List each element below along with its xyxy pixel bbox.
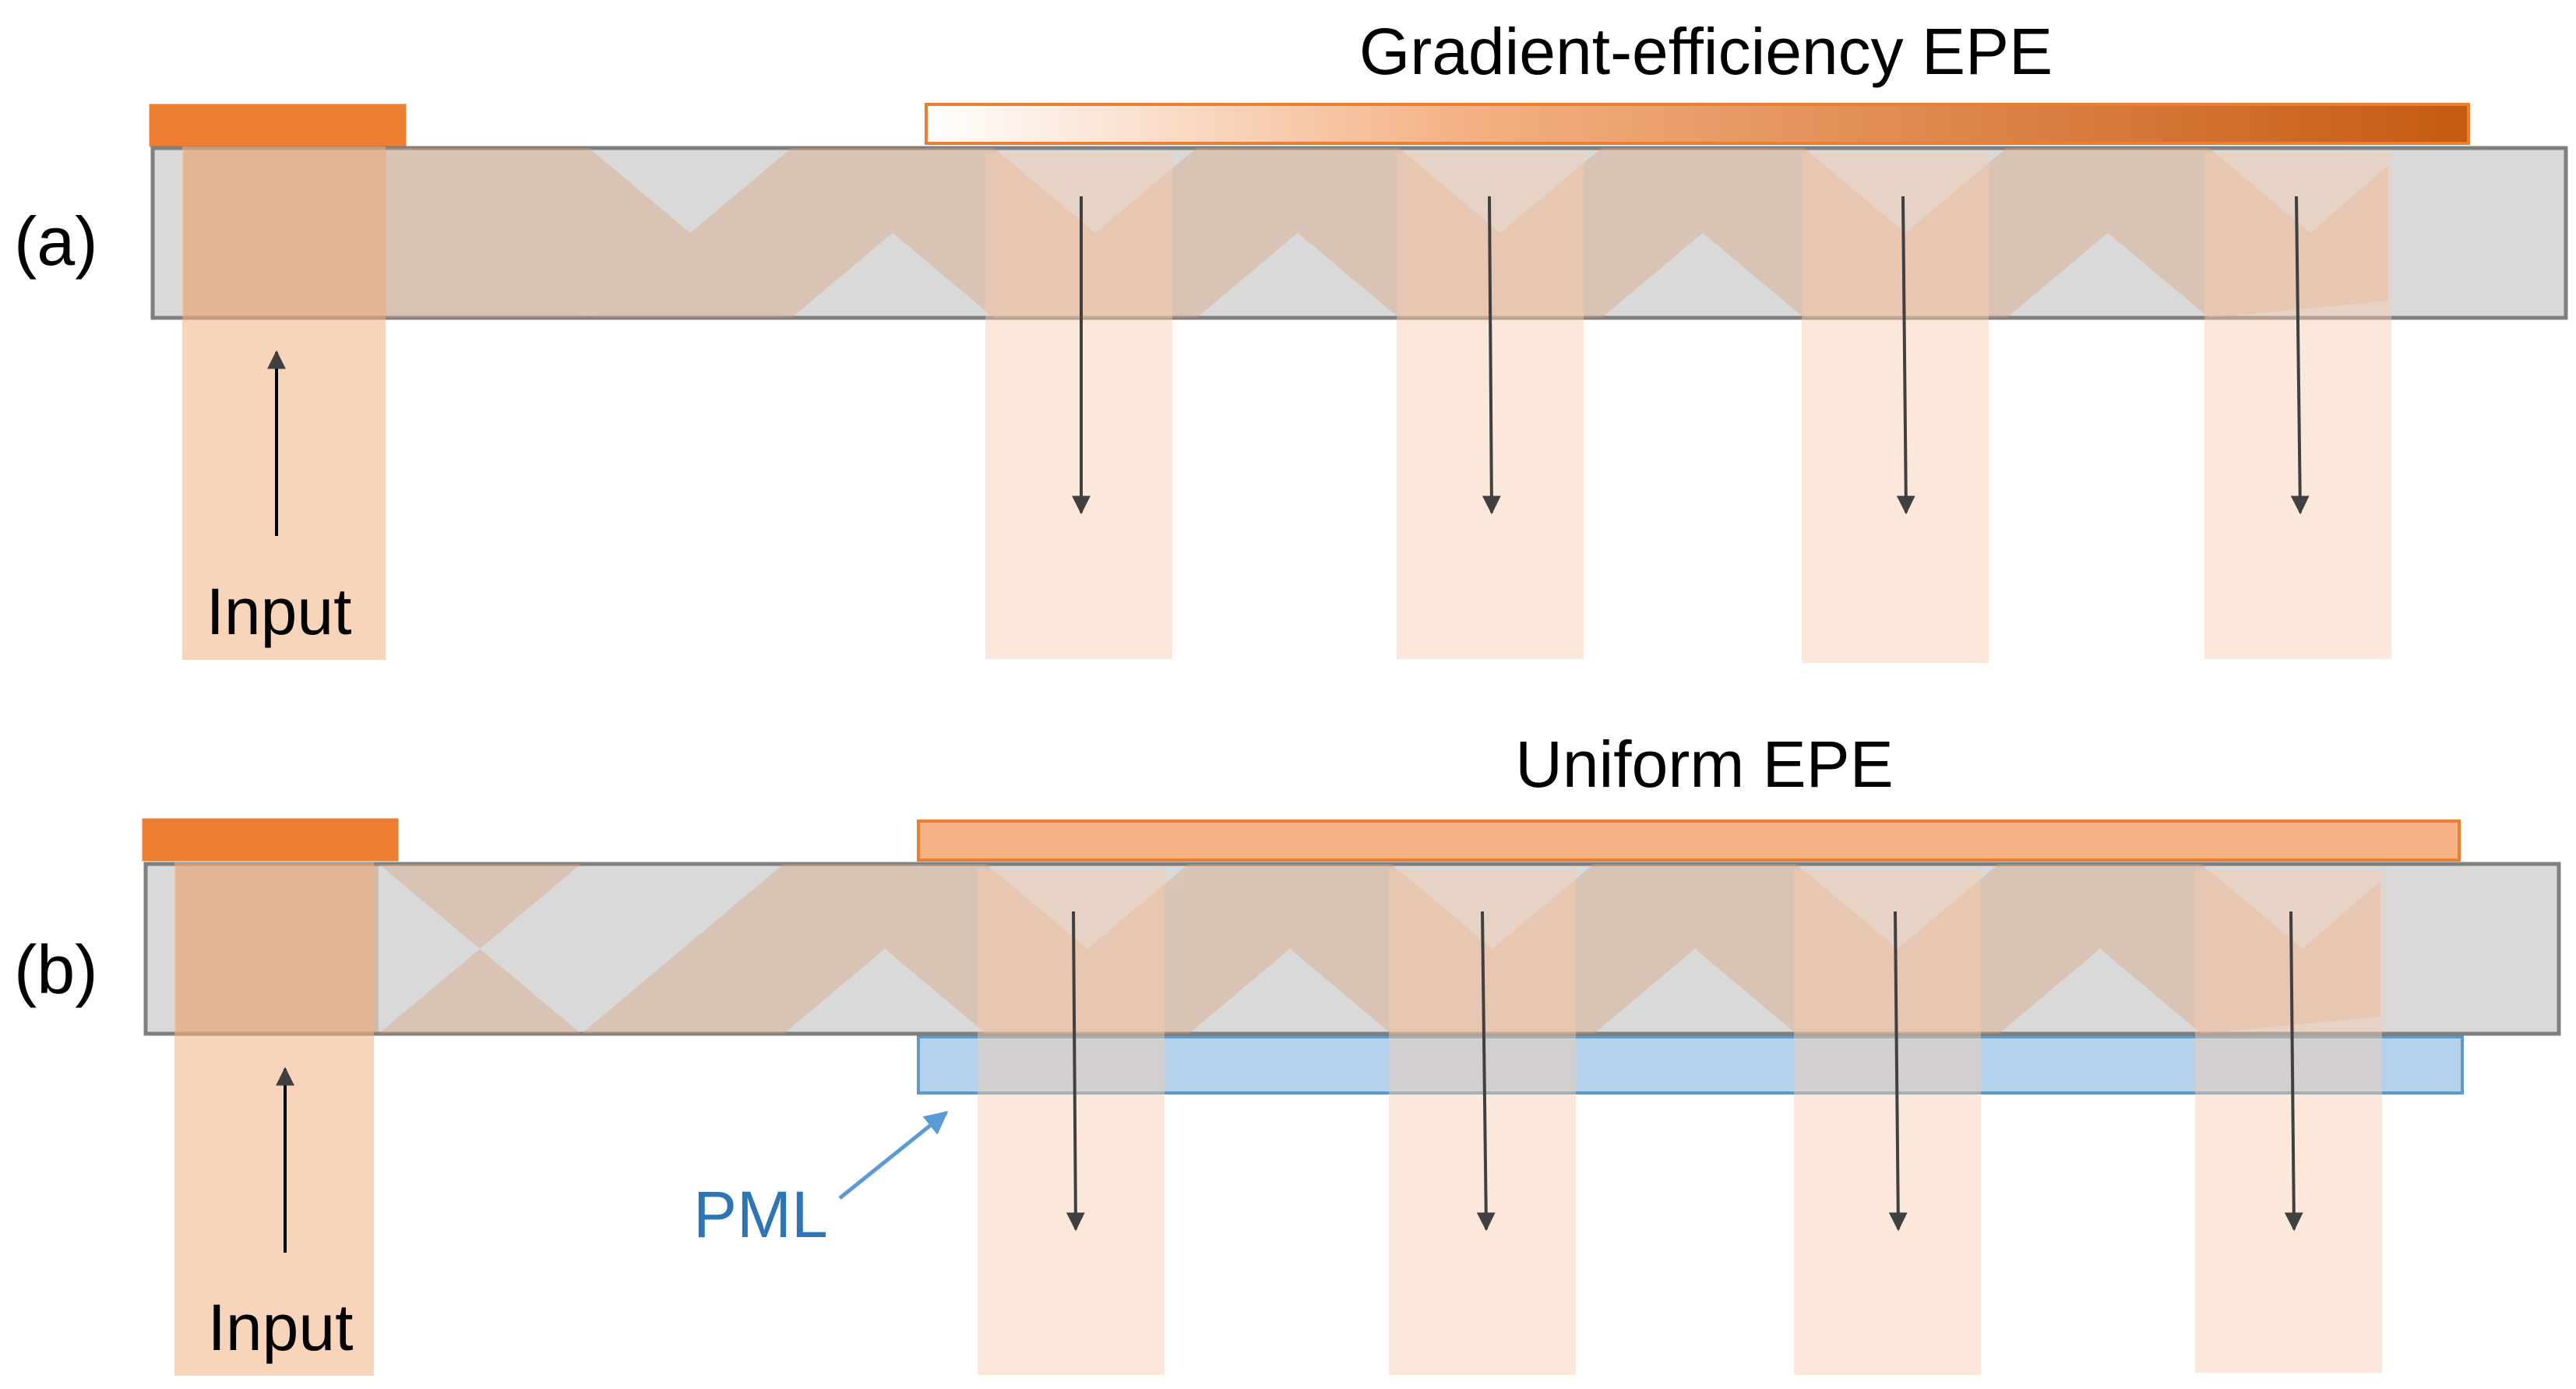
output-arrow [1896,196,1915,515]
output-beam [985,153,1172,659]
panel-b-uniform-epe [917,820,2461,862]
output-arrow [2290,196,2310,515]
panel-b-output-arrows [1066,911,2303,1232]
panel-b-input-beam [174,862,374,1376]
panel-a: (a) Gradient-efficiency EPE [14,15,2568,663]
panel-a-label: (a) [14,203,98,280]
panel-a-input-beam [182,146,386,660]
panel-a-input-label: Input [206,575,352,648]
output-beam [1802,153,1989,663]
panel-b-input-label: Input [208,1291,354,1364]
panel-a-input-grating [149,104,407,147]
panel-b-epe-title: Uniform EPE [1515,728,1893,801]
panel-b: (b) Uniform EPE [14,728,2561,1376]
panel-a-gradient-epe [925,103,2470,145]
panel-b-pml-label: PML [693,1178,828,1251]
panel-a-epe-title: Gradient-efficiency EPE [1359,15,2053,88]
panel-b-pml-layer [917,1035,2464,1095]
panel-a-waveguide [150,146,2568,320]
panel-b-input-grating [142,818,399,862]
output-arrow [1066,911,1085,1232]
output-beam [1794,869,1981,1375]
panel-b-pml-pointer [838,1111,949,1200]
panel-a-output-arrows [1072,196,2310,515]
panel-a-output-beams [985,153,2391,663]
panel-b-output-beams [978,869,2382,1375]
output-arrow [2284,911,2303,1232]
output-arrow [1888,911,1908,1232]
panel-b-waveguide [143,862,2561,1036]
output-beam [978,869,1165,1375]
panel-b-label: (b) [14,931,98,1008]
output-beam [2195,869,2382,1373]
output-arrow [1482,196,1501,515]
output-arrow [1476,911,1496,1232]
